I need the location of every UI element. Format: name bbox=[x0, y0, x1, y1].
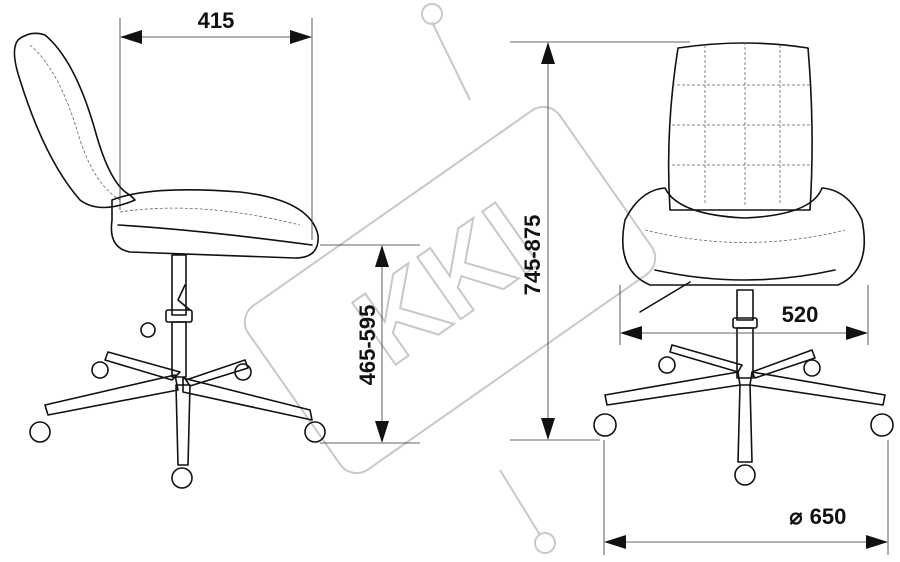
seat-depth-label: 415 bbox=[198, 8, 235, 33]
seat-width-label: 520 bbox=[782, 302, 819, 327]
front-view-chair bbox=[593, 42, 894, 486]
diameter-symbol: ⌀ bbox=[789, 504, 803, 529]
total-height-label: 745-875 bbox=[520, 215, 545, 296]
watermark-frame bbox=[243, 105, 657, 475]
dimension-lines bbox=[119, 18, 889, 555]
watermark: KKI bbox=[243, 3, 657, 554]
seat-height-label: 465-595 bbox=[355, 305, 380, 386]
base-diameter-label: 650 bbox=[810, 504, 847, 529]
side-view-chair bbox=[13, 32, 326, 489]
